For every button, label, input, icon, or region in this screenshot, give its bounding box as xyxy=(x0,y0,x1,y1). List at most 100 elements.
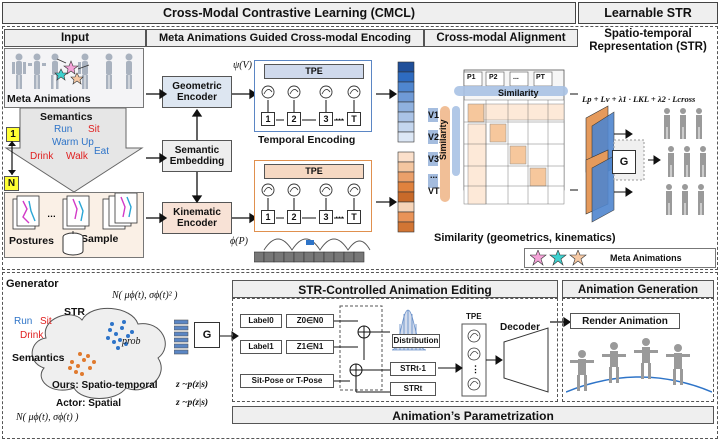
encoder-connectors xyxy=(146,88,258,224)
distribution-box: Distribution xyxy=(392,334,440,348)
z1-box: Z1∈N1 xyxy=(286,340,334,354)
badge-1: 1 xyxy=(6,127,20,142)
str-illustration xyxy=(585,105,706,223)
p-dots-label: ... xyxy=(513,74,519,81)
decoder-label: Decoder xyxy=(500,322,541,333)
generator-title: Generator xyxy=(6,278,59,290)
gen-word-run: Run xyxy=(14,316,33,327)
normal-top-label: N( μϕ(t), σϕ(t)² ) xyxy=(112,290,178,301)
animation-generation-title: Animation Generation xyxy=(562,280,714,298)
similarity-caption: Similarity (geometrics, kinematics) xyxy=(434,232,616,244)
tpe-geometric-title: TPE xyxy=(264,64,364,79)
editing-title: STR-Controlled Animation Editing xyxy=(232,280,558,298)
vt-label: VT xyxy=(428,186,440,196)
tpe-bottom-cell-2: 2 xyxy=(287,210,301,224)
parametrization-bar: Animation’s Parametrization xyxy=(232,406,714,424)
sample-label: Sample xyxy=(81,233,119,245)
tpe-top-cell-1: 1 xyxy=(261,112,275,126)
meta-animations-label: Meta Animations xyxy=(7,93,91,105)
similarity-side-label: Similarity xyxy=(438,119,448,160)
str-t1-box: STRt-1 xyxy=(390,362,436,376)
gen-actor-label: Actor: Spatial xyxy=(56,398,122,409)
gen-str-label: STR xyxy=(64,306,85,318)
similarity-matrix xyxy=(428,69,578,205)
z-sample-2: z ~p(z|s) xyxy=(176,398,209,408)
v1-label: V1 xyxy=(428,110,440,120)
render-arrow xyxy=(550,316,572,328)
svg-text:⋮: ⋮ xyxy=(471,364,480,374)
v-dots-label: ... xyxy=(430,170,438,180)
phi-p-label: ϕ(P) xyxy=(230,236,248,247)
alignment-header: Cross-modal Alignment xyxy=(424,29,578,47)
generator-panel xyxy=(2,272,718,439)
semantic-word-walk: Walk xyxy=(66,151,88,162)
posture-frames: … xyxy=(12,192,138,230)
v2-label: V2 xyxy=(428,132,440,142)
cmcl-header: Cross-Modal Contrastive Learning (CMCL) xyxy=(2,2,576,24)
meta-animations-panel: Meta Animations xyxy=(4,48,144,108)
feature-columns xyxy=(376,61,415,233)
pt-label: PT xyxy=(536,74,545,81)
input-header: Input xyxy=(4,29,146,47)
gen-semantics-label: Semantics xyxy=(12,352,65,364)
sample-database-icon xyxy=(62,231,84,256)
render-animation-figures xyxy=(566,338,712,393)
render-animation-box: Render Animation xyxy=(570,313,680,329)
similarity-top-label: Similarity xyxy=(498,88,539,98)
loss-formula: Lp + Lv + λ1 · LKL + λ2 · Lcross xyxy=(582,94,696,104)
p2-label: P2 xyxy=(489,74,498,81)
gen-prob-label: prob xyxy=(122,336,141,347)
postures-panel: … Postures Sample xyxy=(4,192,144,258)
meta-animations-legend xyxy=(524,248,716,268)
v3-label: V3 xyxy=(428,154,440,164)
gen-word-drink: Drink xyxy=(20,330,44,341)
semantic-word-warmup: Warm Up xyxy=(52,137,94,148)
semantic-word-sit: Sit xyxy=(88,124,100,135)
top-panel xyxy=(2,26,718,270)
badge-n: N xyxy=(4,176,19,191)
animation-generation-panel xyxy=(562,298,714,402)
z0-box: Z0∈N0 xyxy=(286,314,334,328)
tpe-top-dots: … xyxy=(335,112,344,122)
psi-v-label: ψ(V) xyxy=(233,60,252,71)
tpe-top-cell-3: 3 xyxy=(319,112,333,126)
semantics-arrow xyxy=(4,108,144,192)
tpe-bottom-cell-3: 3 xyxy=(319,210,333,224)
svg-text:…: … xyxy=(47,209,56,219)
generator-g-block xyxy=(174,319,239,355)
str-header: Spatio-temporal Representation (STR) xyxy=(589,28,707,53)
badge-range-arrow xyxy=(8,141,16,175)
semantic-word-drink: Drink xyxy=(30,151,54,162)
gen-tpe-decoder: ⋮ xyxy=(438,323,549,397)
tpe-bottom-cell-t: T xyxy=(347,210,361,224)
legend-star-icons xyxy=(530,250,587,266)
sit-pose-box: Sit-Pose or T-Pose xyxy=(240,374,334,388)
tpe-kinematic-title: TPE xyxy=(264,164,364,179)
label0-box: Label0 xyxy=(240,314,282,328)
gen-ours-label: Ours: Spatio-temporal xyxy=(52,380,158,391)
label1-box: Label1 xyxy=(240,340,282,354)
semantic-embedding-box: Semantic Embedding xyxy=(162,140,232,172)
tpe-internals xyxy=(254,85,371,263)
star-icons xyxy=(54,58,90,85)
semantic-word-run: Run xyxy=(54,124,73,135)
tpe-bottom-dots: … xyxy=(335,210,344,220)
gen-word-sit: Sit xyxy=(40,316,52,327)
str-t-box: STRt xyxy=(390,382,436,396)
learnable-str-header: Learnable STR xyxy=(578,2,718,24)
p1-label: P1 xyxy=(467,74,476,81)
editing-panel xyxy=(232,298,558,402)
z-sample-1: z ~p(z|s) xyxy=(176,380,209,390)
semantics-title: Semantics xyxy=(40,111,93,123)
gen-g-box: G xyxy=(194,322,220,348)
tpe-bottom-cell-1: 1 xyxy=(261,210,275,224)
gen-tpe-label: TPE xyxy=(466,312,482,321)
semantic-word-eat: Eat xyxy=(94,146,110,157)
postures-label: Postures xyxy=(9,235,54,247)
meta-figures-illustration xyxy=(12,53,133,89)
temporal-encoding-label: Temporal Encoding xyxy=(258,134,356,146)
tpe-top-cell-2: 2 xyxy=(287,112,301,126)
legend-meta-animations-label: Meta Animations xyxy=(610,253,682,263)
generator-cloud xyxy=(31,307,188,399)
